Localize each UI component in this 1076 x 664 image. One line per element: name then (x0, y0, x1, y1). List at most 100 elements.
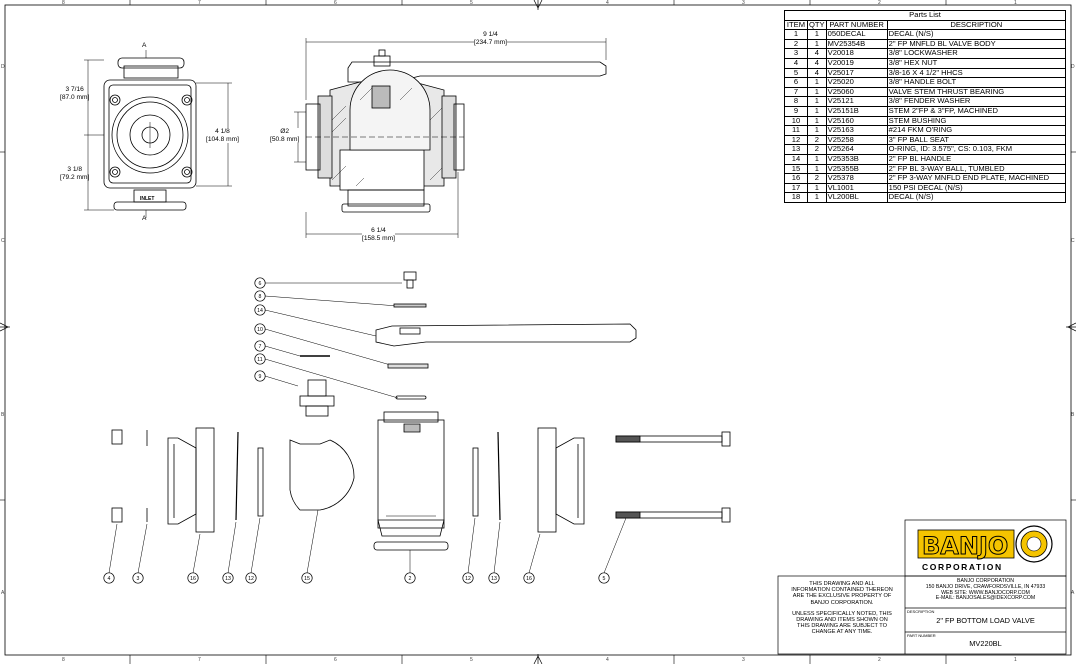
item-balloon: 2 (404, 572, 416, 584)
bottom-width-value: 6 1/4 (371, 227, 386, 234)
item-balloon: 13 (222, 572, 234, 584)
item-cell: 11 (784, 125, 808, 136)
item-balloon: 7 (254, 340, 266, 352)
zone-column-label: 8 (62, 0, 65, 6)
zone-column-label: 7 (198, 657, 201, 663)
property-notice: THIS DRAWING AND ALL INFORMATION CONTAIN… (780, 581, 904, 636)
bottom-width-mm: [158.5 mm] (362, 234, 395, 242)
height-total-dim: 4 1/8 [104.8 mm] (206, 128, 239, 143)
item-balloon: 3 (132, 572, 144, 584)
balloon-number: 13 (225, 576, 231, 582)
item-balloon: 8 (254, 290, 266, 302)
description-label: DESCRIPTION (907, 609, 935, 614)
zone-row-label: B (1, 412, 5, 418)
front-view (84, 50, 232, 218)
balloon-number: 10 (257, 327, 263, 333)
item-balloon: 16 (187, 572, 199, 584)
top-width-dim: 9 1/4 [234.7 mm] (474, 31, 507, 46)
qty-cell: 1 (807, 29, 827, 40)
parts-list-table: Parts List ITEM QTY PART NUMBER DESCRIPT… (784, 10, 1067, 203)
item-balloon: 4 (103, 572, 115, 584)
notice-line: THIS DRAWING AND ALL (809, 581, 875, 587)
item-balloon: 12 (462, 572, 474, 584)
zone-column-label: 5 (470, 657, 473, 663)
diameter-value: Ø2 (280, 128, 290, 135)
item-balloon: 10 (254, 323, 266, 335)
zone-column-label: 5 (470, 0, 473, 6)
zone-column-label: 2 (878, 657, 881, 663)
notice-line: BANJO CORPORATION. (810, 599, 874, 606)
description-cell: O-RING, ID: 3.575", CS: 0.103, FKM (886, 144, 1067, 155)
height-total-value: 4 1/8 (215, 128, 230, 135)
item-cell: 14 (784, 153, 808, 165)
part-number-cell: V25163 (825, 125, 888, 136)
section-a-bottom-label: A (142, 215, 147, 222)
zone-row-label: D (1071, 64, 1075, 70)
exploded-view (108, 271, 731, 574)
zone-column-label: 1 (1014, 0, 1017, 6)
title-block-frame (777, 519, 1067, 655)
top-width-value: 9 1/4 (483, 31, 498, 38)
part-number-cell: VL200BL (825, 192, 888, 203)
balloon-number: 5 (603, 576, 606, 582)
balloon-number: 12 (248, 576, 254, 582)
height-total-mm: [104.8 mm] (206, 135, 239, 143)
item-balloon: 5 (598, 572, 610, 584)
description-cell: 3/8" FENDER WASHER (886, 96, 1067, 107)
item-balloon: 12 (245, 572, 257, 584)
notice-line: ARE THE EXCLUSIVE PROPERTY OF (792, 593, 892, 600)
item-balloon: 15 (301, 572, 313, 584)
part-number-cell: V25264 (825, 144, 888, 155)
qty-cell: 1 (807, 96, 827, 107)
balloon-number: 2 (409, 576, 412, 582)
company-info: BANJO CORPORATION 150 BANJO DRIVE, CRAWF… (906, 578, 1065, 602)
zone-row-label: A (1071, 590, 1075, 596)
balloon-number: 13 (491, 576, 497, 582)
height-upper-dim: 3 7/16 [87.0 mm] (60, 86, 89, 101)
part-number-label: PART NUMBER (907, 633, 936, 638)
balloon-number: 14 (257, 308, 263, 314)
height-upper-mm: [87.0 mm] (60, 93, 90, 101)
height-upper-value: 3 7/16 (65, 86, 84, 93)
description-cell: DECAL (N/S) (886, 192, 1067, 203)
item-cell: 8 (784, 96, 808, 107)
description-cell: 2" FP BL HANDLE (886, 153, 1067, 165)
balloon-number: 4 (108, 576, 111, 582)
notice-line: CHANGE AT ANY TIME. (811, 629, 873, 636)
zone-row-label: D (1, 64, 5, 70)
qty-cell: 1 (807, 153, 827, 165)
part-number-cell: 050DECAL (825, 29, 888, 40)
description-cell: 3/8" HANDLE BOLT (886, 77, 1067, 88)
description-cell: 2" FP 3-WAY MNFLD END PLATE, MACHINED (886, 173, 1067, 184)
zone-column-label: 8 (62, 657, 65, 663)
notice-line: THIS DRAWING ARE SUBJECT TO (797, 623, 887, 630)
qty-cell: 2 (807, 144, 827, 155)
item-cell: 6 (784, 77, 808, 88)
item-cell: 1 (784, 29, 808, 40)
description-cell: STEM 2"FP & 3"FP, MACHINED (886, 105, 1067, 117)
zone-row-label: B (1071, 412, 1075, 418)
zone-column-label: 6 (334, 0, 337, 6)
balloon-number: 12 (465, 576, 471, 582)
balloon-number: 11 (257, 357, 262, 363)
balloon-number: 15 (304, 576, 310, 582)
part-number-cell: V25353B (825, 153, 888, 165)
description-cell: 3/8" HEX NUT (886, 57, 1067, 69)
item-balloon: 6 (254, 277, 266, 289)
part-number-cell: V25020 (825, 77, 888, 88)
diameter-dim: Ø2 [50.8 mm] (270, 128, 300, 143)
company-email: E-MAIL: BANJOSALES@IDEXCORP.COM (935, 595, 1036, 602)
parts-list-header-row: ITEM QTY PART NUMBER DESCRIPTION (784, 19, 1067, 31)
part-number-cell: V25151B (825, 105, 888, 117)
